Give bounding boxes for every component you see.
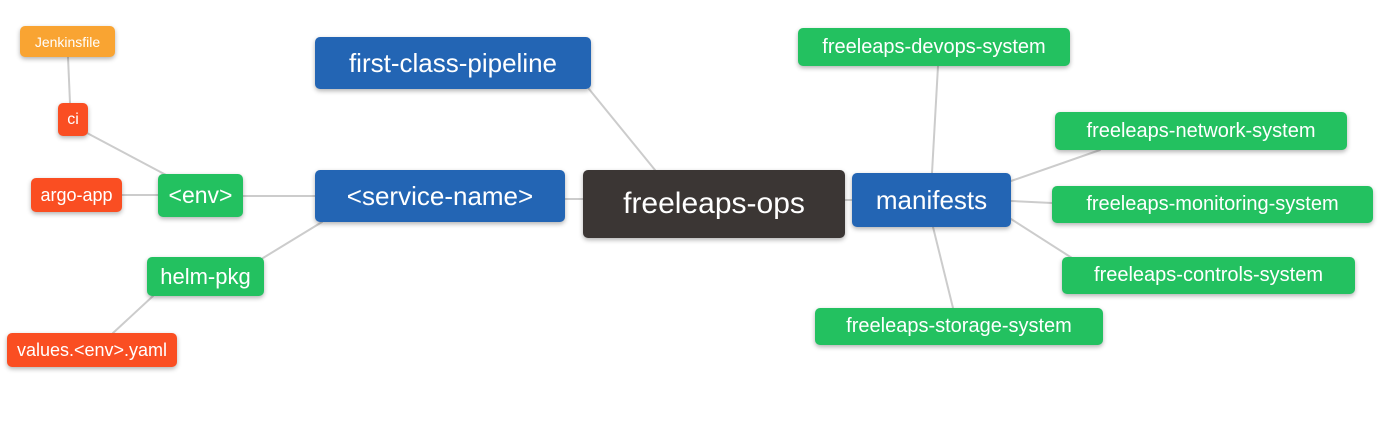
node-service-name[interactable]: <service-name> [315,170,565,222]
node-network-system[interactable]: freeleaps-network-system [1055,112,1347,150]
node-devops-system[interactable]: freeleaps-devops-system [798,28,1070,66]
edge-service-name-helm-pkg [262,221,323,259]
edge-jenkinsfile-ci [67,56,71,104]
edge-manifests-monitoring-system [1010,200,1053,204]
edge-manifests-devops-system [931,65,939,174]
edge-helm-pkg-values-env-yaml [112,295,154,334]
node-argo-app[interactable]: argo-app [31,178,122,212]
node-env[interactable]: <env> [158,174,243,217]
node-storage-system[interactable]: freeleaps-storage-system [815,308,1103,345]
node-first-class-pipeline[interactable]: first-class-pipeline [315,37,591,89]
node-values-env-yaml[interactable]: values.<env>.yaml [7,333,177,367]
edge-first-class-pipeline-freeleaps-ops [588,88,656,171]
node-ci[interactable]: ci [58,103,88,136]
node-manifests[interactable]: manifests [852,173,1011,227]
edge-ci-env [86,132,169,177]
node-freeleaps-ops[interactable]: freeleaps-ops [583,170,845,238]
edge-manifests-network-system [1010,149,1101,182]
node-jenkinsfile[interactable]: Jenkinsfile [20,26,115,57]
node-helm-pkg[interactable]: helm-pkg [147,257,264,296]
node-monitoring-system[interactable]: freeleaps-monitoring-system [1052,186,1373,223]
node-controls-system[interactable]: freeleaps-controls-system [1062,257,1355,294]
edge-manifests-storage-system [932,226,954,309]
edge-manifests-controls-system [1010,218,1073,259]
